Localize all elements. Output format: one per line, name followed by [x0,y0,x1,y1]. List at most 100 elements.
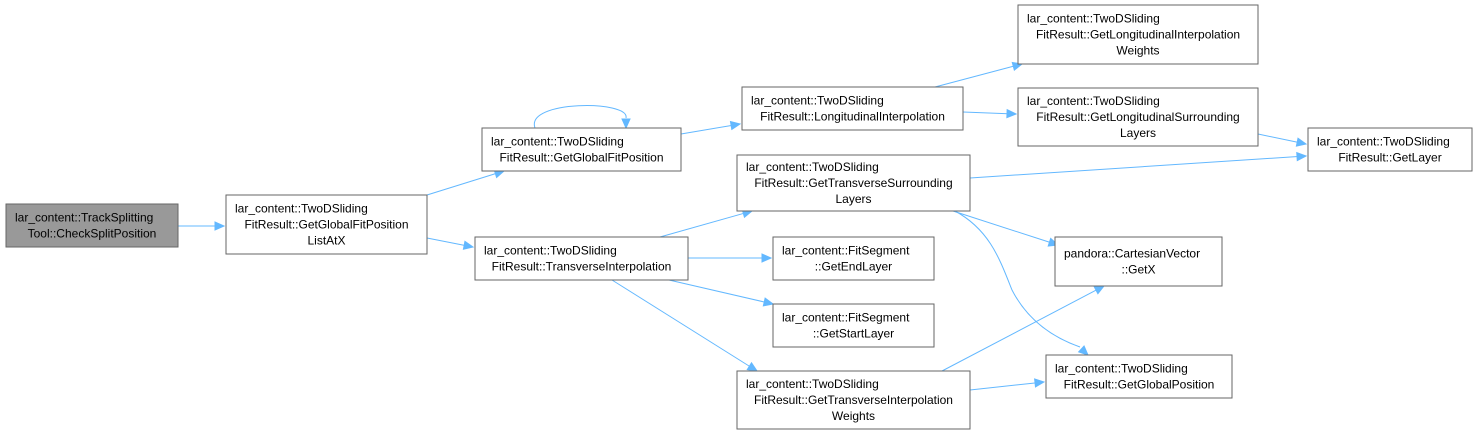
edge-get-transverse-weights-to-get-x-arrowhead [1093,285,1106,295]
node-get-global-fit-pos-list-label-line-3: ListAtX [307,234,345,248]
edge-check-split-to-get-global-fit-pos-list [178,221,226,231]
edge-get-global-fit-pos-list-to-get-global-fit-pos [426,169,506,196]
node-get-global-fit-pos-label-line-2: FitResult::GetGlobalFitPosition [499,151,663,165]
node-get-longitudinal-surrounding-label-line-2: FitResult::GetLongitudinalSurrounding [1036,110,1239,124]
node-get-layer-label-line-1: lar_content::TwoDSliding [1317,135,1450,149]
edge-transverse-interp-to-get-transverse-surrounding [659,208,754,238]
node-get-transverse-surrounding-label-line-3: Layers [835,192,871,206]
node-get-end-layer-label-line-2: ::GetEndLayer [815,260,892,274]
edge-get-global-fit-pos-to-get-global-fit-pos-arrowhead [621,118,631,130]
node-get-transverse-surrounding-label-line-1: lar_content::TwoDSliding [746,160,879,174]
node-get-layer[interactable]: lar_content::TwoDSlidingFitResult::GetLa… [1307,127,1473,172]
node-get-transverse-weights[interactable]: lar_content::TwoDSlidingFitResult::GetTr… [736,370,971,430]
edge-get-global-fit-pos-to-longitudinal-interp [680,120,742,135]
edge-longitudinal-interp-to-get-longitudinal-weights-line [934,65,1015,88]
node-get-start-layer-label-line-2: ::GetStartLayer [813,327,894,341]
node-get-longitudinal-weights-box [1017,4,1259,65]
edge-longitudinal-interp-to-get-longitudinal-surrounding-arrowhead [1006,108,1018,119]
edge-get-transverse-weights-to-get-global-position-arrowhead [1034,378,1046,388]
node-get-end-layer-label-line-1: lar_content::FitSegment [782,244,910,258]
node-get-end-layer-box [772,236,935,281]
node-get-longitudinal-surrounding-label-line-3: Layers [1120,126,1156,140]
node-get-global-fit-pos-list-box [225,194,428,255]
node-get-x-label-line-2: ::GetX [1121,263,1155,277]
node-get-global-fit-pos[interactable]: lar_content::TwoDSlidingFitResult::GetGl… [481,127,682,172]
edge-get-global-fit-pos-list-to-transverse-interp-line [426,237,466,246]
edge-longitudinal-interp-to-get-longitudinal-weights [934,61,1024,88]
edge-transverse-interp-to-get-start-layer [668,279,775,307]
edge-get-global-fit-pos-list-to-transverse-interp-arrowhead [462,240,475,250]
node-transverse-interp-label-line-1: lar_content::TwoDSliding [484,244,617,258]
node-transverse-interp-label-line-2: FitResult::TransverseInterpolation [492,260,672,274]
edge-get-transverse-surrounding-to-get-global-position-line [954,210,1081,348]
node-get-global-position-box [1045,354,1233,399]
node-get-longitudinal-weights-label-line-1: lar_content::TwoDSliding [1027,12,1160,26]
node-get-transverse-weights-label-line-1: lar_content::TwoDSliding [746,377,879,391]
node-get-global-fit-pos-label-line-1: lar_content::TwoDSliding [491,135,624,149]
node-get-end-layer[interactable]: lar_content::FitSegment::GetEndLayer [772,236,935,281]
edge-get-global-fit-pos-to-get-global-fit-pos-line [534,105,627,129]
node-get-x-box [1054,236,1223,287]
node-get-global-fit-pos-list[interactable]: lar_content::TwoDSlidingFitResult::GetGl… [225,194,428,255]
edge-transverse-interp-to-get-end-layer-arrowhead [761,253,773,263]
edge-longitudinal-interp-to-get-longitudinal-surrounding [962,108,1018,119]
node-get-start-layer-box [772,303,935,348]
edge-get-longitudinal-surrounding-to-get-layer-arrowhead [1295,137,1308,147]
node-get-start-layer[interactable]: lar_content::FitSegment::GetStartLayer [772,303,935,348]
edge-check-split-to-get-global-fit-pos-list-arrowhead [214,221,226,231]
edge-get-transverse-surrounding-to-get-layer-line [969,156,1299,179]
edge-get-transverse-weights-to-get-global-position [969,378,1046,391]
edge-get-global-fit-pos-to-get-global-fit-pos [534,105,631,130]
edge-transverse-interp-to-get-transverse-weights [611,279,759,372]
edge-transverse-interp-to-get-transverse-weights-arrowhead [746,361,759,372]
edge-get-transverse-surrounding-to-get-x-line [952,210,1051,244]
edge-get-transverse-surrounding-to-get-layer [969,151,1308,179]
edges-layer [178,61,1308,391]
node-check-split[interactable]: lar_content::TrackSplittingTool::CheckSp… [5,203,179,248]
edge-get-global-fit-pos-list-to-get-global-fit-pos-line [426,172,497,196]
edge-get-transverse-surrounding-to-get-layer-arrowhead [1296,151,1308,162]
edge-transverse-interp-to-get-end-layer [688,253,773,263]
node-get-longitudinal-weights-label-line-3: Weights [1116,44,1159,58]
node-get-longitudinal-surrounding-box [1017,87,1259,147]
edge-get-global-fit-pos-to-longitudinal-interp-line [680,124,733,135]
nodes-layer: lar_content::TrackSplittingTool::CheckSp… [5,4,1473,430]
node-get-transverse-surrounding-label-line-2: FitResult::GetTransverseSurrounding [754,176,952,190]
edge-get-longitudinal-surrounding-to-get-layer-line [1257,133,1299,143]
node-get-longitudinal-weights-label-line-2: FitResult::GetLongitudinalInterpolation [1036,28,1240,42]
node-get-longitudinal-surrounding-label-line-1: lar_content::TwoDSliding [1027,94,1160,108]
node-get-global-fit-pos-list-label-line-2: FitResult::GetGlobalFitPosition [244,218,408,232]
node-get-global-fit-pos-list-label-line-1: lar_content::TwoDSliding [235,202,368,216]
node-check-split-box [5,203,179,248]
node-get-longitudinal-weights[interactable]: lar_content::TwoDSlidingFitResult::GetLo… [1017,4,1259,65]
node-get-start-layer-label-line-1: lar_content::FitSegment [782,311,910,325]
node-get-x[interactable]: pandora::CartesianVector::GetX [1054,236,1223,287]
node-get-transverse-weights-box [736,370,971,430]
node-longitudinal-interp-box [741,86,964,131]
edge-transverse-interp-to-get-start-layer-arrowhead [762,297,775,307]
edge-get-transverse-surrounding-to-get-global-position [954,210,1089,356]
node-get-global-position-label-line-2: FitResult::GetGlobalPosition [1064,378,1215,392]
edge-get-transverse-surrounding-to-get-x [952,210,1060,247]
node-longitudinal-interp-label-line-1: lar_content::TwoDSliding [751,94,884,108]
edge-get-transverse-weights-to-get-x-line [941,289,1098,372]
node-get-global-position-label-line-1: lar_content::TwoDSliding [1055,362,1188,376]
node-transverse-interp[interactable]: lar_content::TwoDSlidingFitResult::Trans… [474,236,689,281]
edge-get-global-fit-pos-list-to-transverse-interp [426,237,475,250]
node-get-x-label-line-1: pandora::CartesianVector [1064,247,1200,261]
edge-transverse-interp-to-get-start-layer-line [668,279,766,303]
edge-get-transverse-weights-to-get-global-position-line [969,382,1037,391]
node-check-split-label-line-2: Tool::CheckSplitPosition [28,227,157,241]
node-get-layer-label-line-2: FitResult::GetLayer [1338,151,1441,165]
edge-transverse-interp-to-get-transverse-weights-line [611,279,751,368]
node-get-global-position[interactable]: lar_content::TwoDSlidingFitResult::GetGl… [1045,354,1233,399]
node-get-transverse-weights-label-line-3: Weights [832,409,875,423]
node-get-global-fit-pos-box [481,127,682,172]
node-longitudinal-interp-label-line-2: FitResult::LongitudinalInterpolation [760,110,945,124]
node-get-layer-box [1307,127,1473,172]
node-transverse-interp-box [474,236,689,281]
node-get-transverse-surrounding[interactable]: lar_content::TwoDSlidingFitResult::GetTr… [736,154,971,212]
node-get-longitudinal-surrounding[interactable]: lar_content::TwoDSlidingFitResult::GetLo… [1017,87,1259,147]
node-longitudinal-interp[interactable]: lar_content::TwoDSlidingFitResult::Longi… [741,86,964,131]
edge-transverse-interp-to-get-transverse-surrounding-line [659,212,745,238]
